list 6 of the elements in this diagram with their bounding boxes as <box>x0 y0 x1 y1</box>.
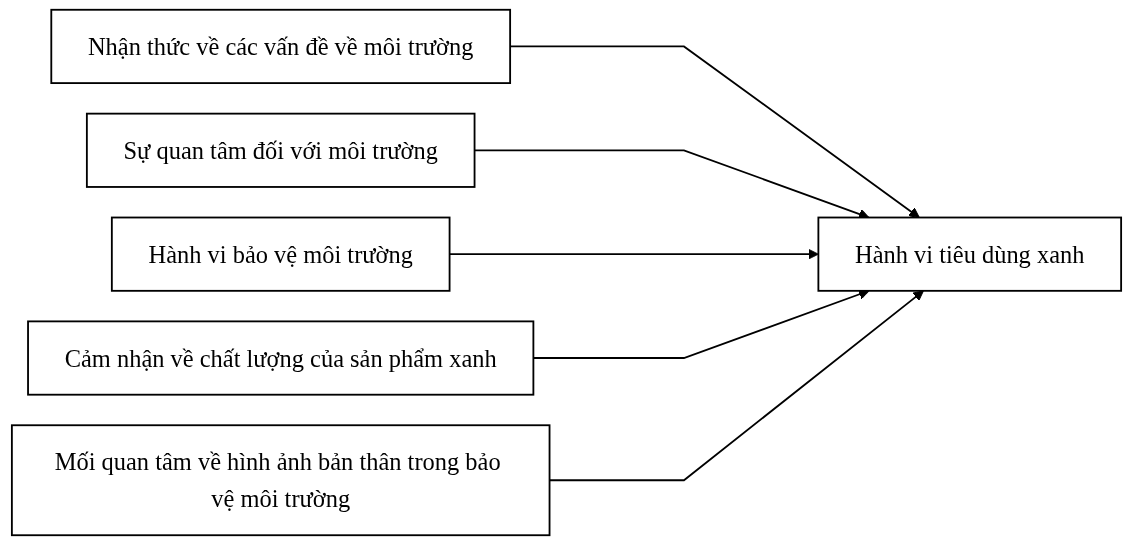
node-box: Cảm nhận về chất lượng của sản phẩm xanh <box>27 320 535 396</box>
node-box: Hành vi tiêu dùng xanh <box>817 216 1123 292</box>
node-box: Mối quan tâm về hình ảnh bản thân trong bảo vệ môi trường <box>10 424 551 537</box>
node-box: Nhận thức về các vấn đề về môi trường <box>50 8 512 84</box>
node-box: Hành vi bảo vệ môi trường <box>110 216 451 292</box>
node-box: Sự quan tâm đối với môi trường <box>85 112 476 188</box>
